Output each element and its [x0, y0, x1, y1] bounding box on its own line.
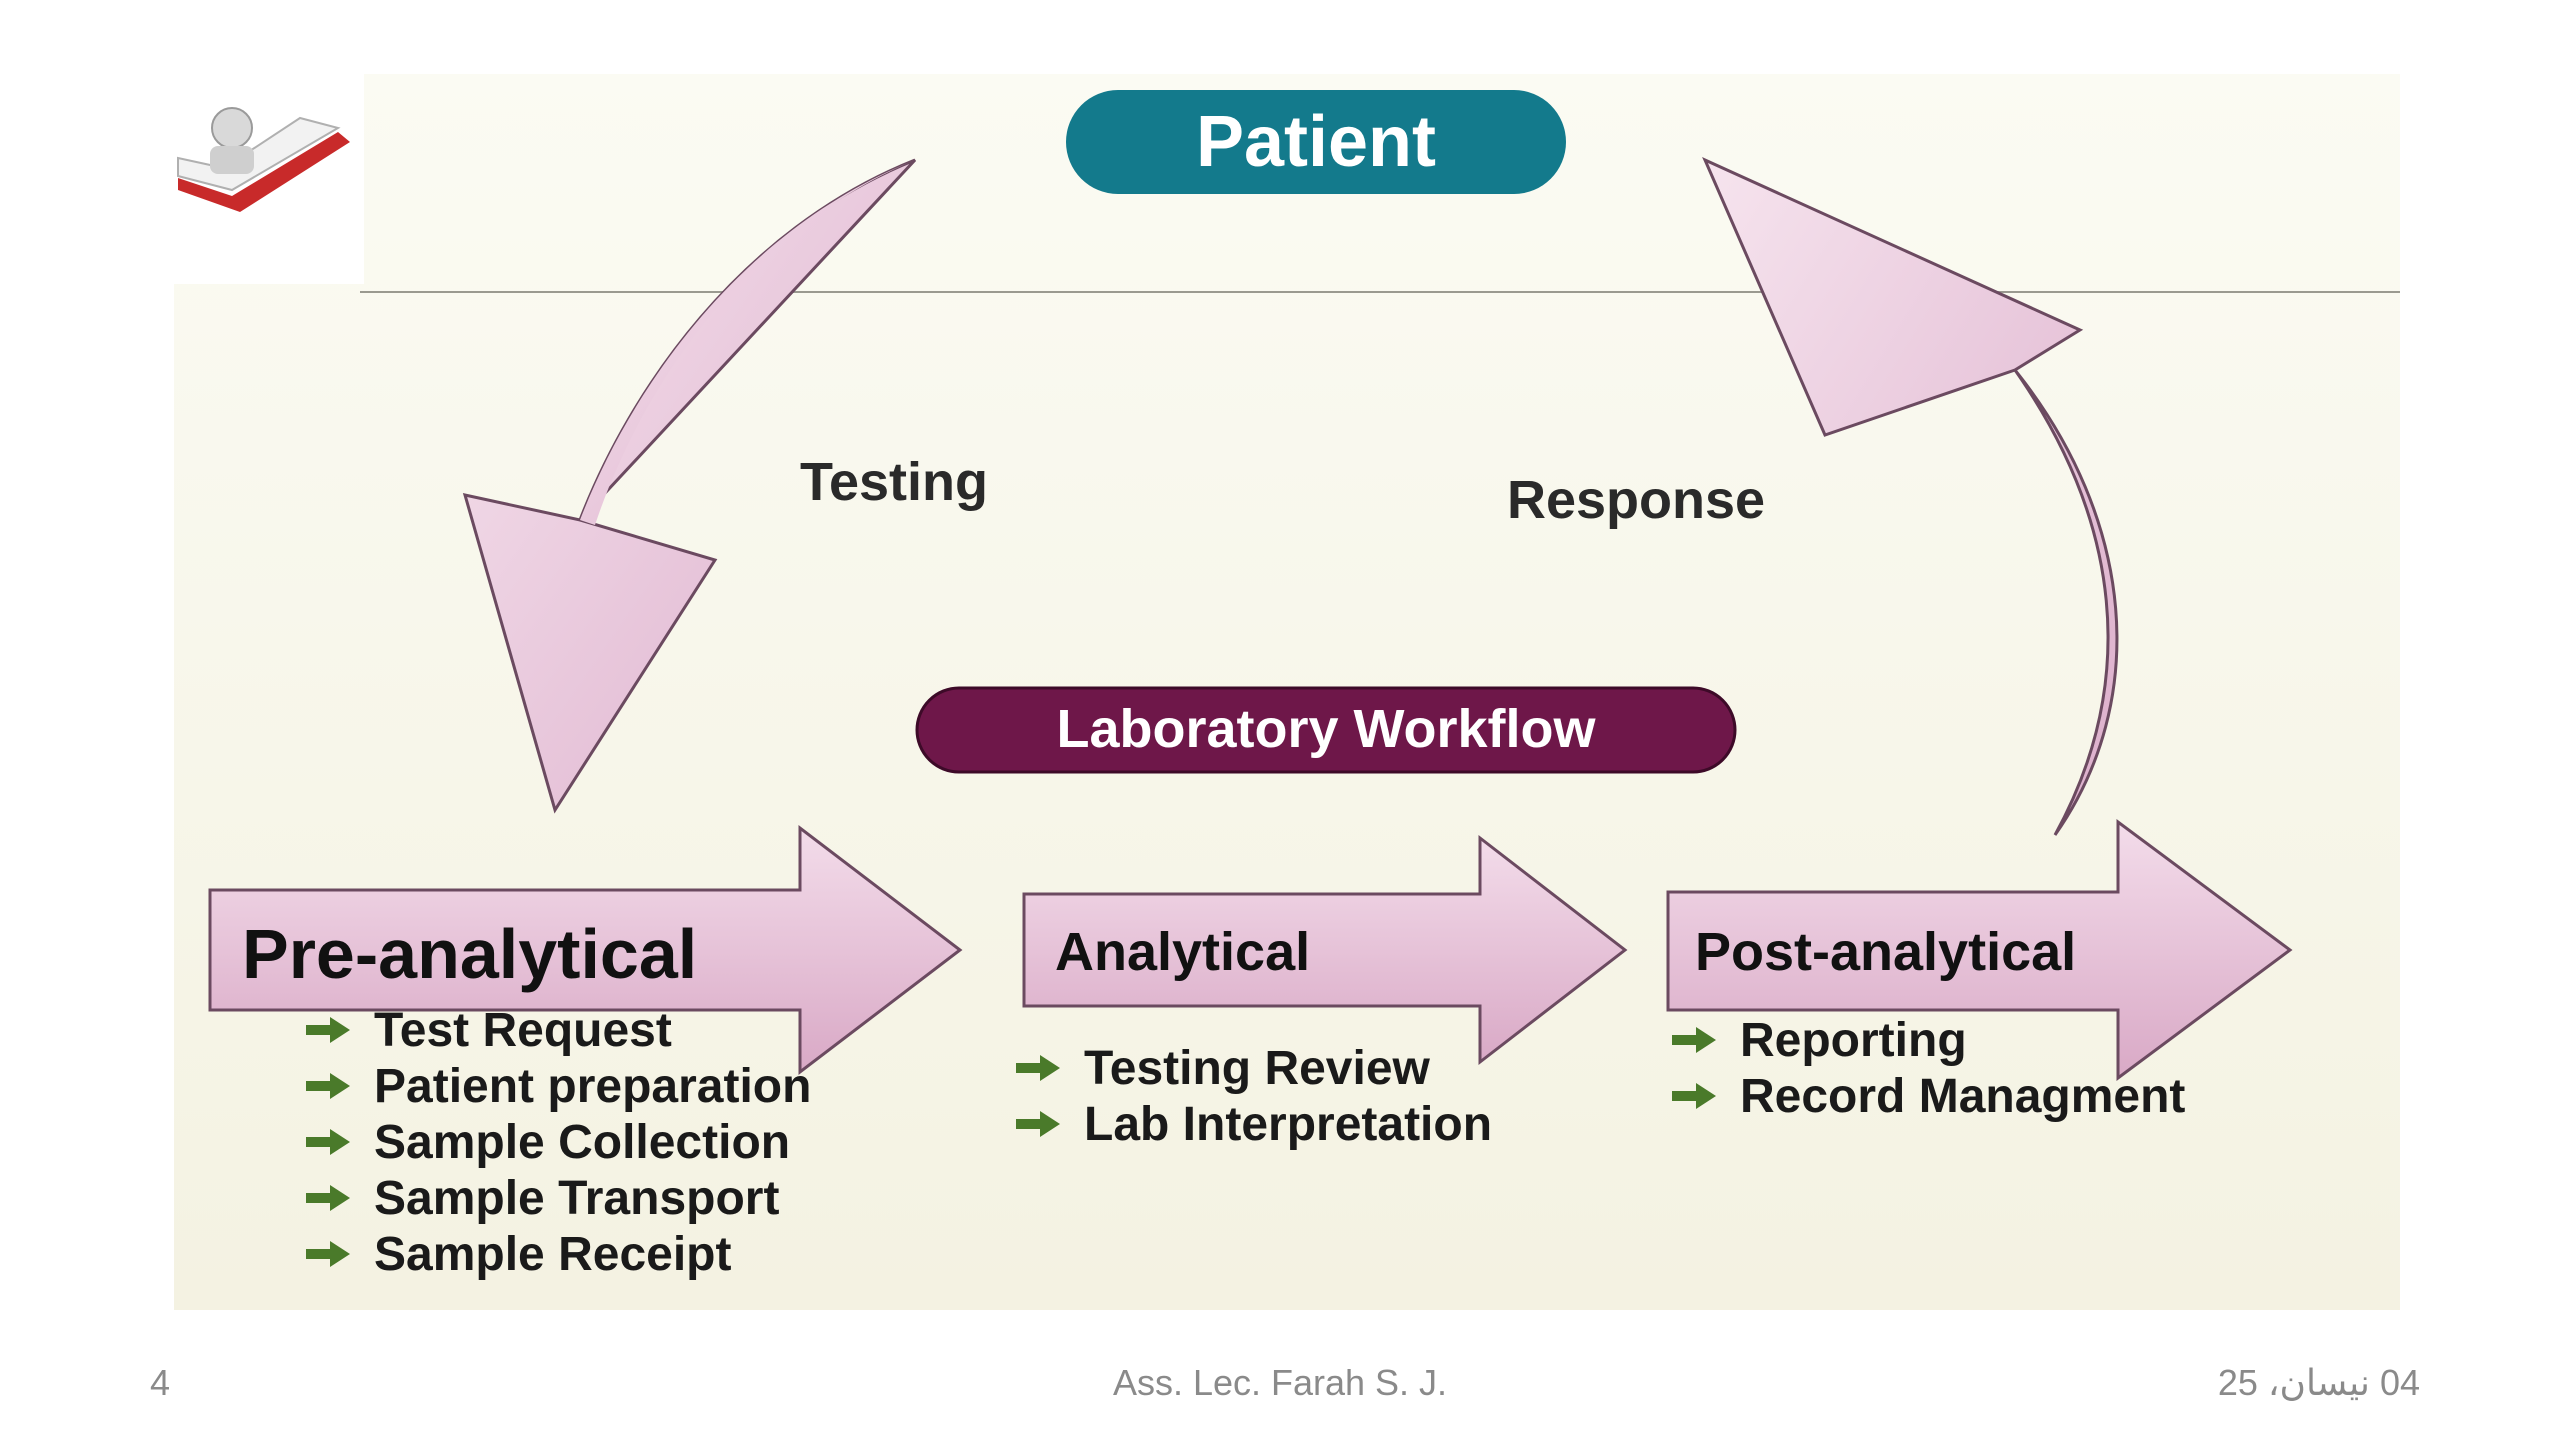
- workflow-label: Laboratory Workflow: [1056, 699, 1596, 759]
- bullet-arrow-icon: [306, 1241, 350, 1267]
- patient-label: Patient: [1196, 102, 1436, 182]
- book-logo-icon: [174, 74, 364, 284]
- footer-author: Ass. Lec. Farah S. J.: [1112, 1362, 1448, 1403]
- stage-item-label: Patient preparation: [374, 1060, 811, 1113]
- patient-pill: [1066, 90, 1566, 194]
- bullet-arrow-icon: [306, 1073, 350, 1099]
- post-analytical-arrow: [1666, 819, 2293, 1081]
- bullet-arrow-icon: [1016, 1055, 1060, 1081]
- analytical-arrow: [1022, 834, 1628, 1066]
- bullet-arrow-icon: [1016, 1111, 1060, 1137]
- stage-title-analytical: Analytical: [1055, 922, 1310, 982]
- stage-item-label: Record Managment: [1740, 1070, 2185, 1123]
- stage-item-label: Sample Collection: [374, 1116, 790, 1169]
- bullet-arrow-icon: [306, 1185, 350, 1211]
- stage-title-post-analytical: Post-analytical: [1695, 922, 2076, 982]
- stage-item-label: Test Request: [374, 1004, 672, 1057]
- stage-item-label: Lab Interpretation: [1084, 1098, 1492, 1151]
- bullet-arrow-icon: [306, 1129, 350, 1155]
- testing-label: Testing: [800, 452, 988, 512]
- response-curved-arrow: [1702, 157, 2119, 836]
- response-label: Response: [1507, 470, 1765, 530]
- page-number: 4: [150, 1362, 171, 1403]
- bullet-arrow-icon: [1672, 1027, 1716, 1053]
- stage-item-label: Reporting: [1740, 1014, 1967, 1067]
- bullet-arrow-icon: [1672, 1083, 1716, 1109]
- workflow-pill: [915, 686, 1737, 774]
- bullet-arrow-icon: [306, 1017, 350, 1043]
- stage-title-pre-analytical: Pre-analytical: [242, 915, 697, 993]
- stage-item-label: Sample Receipt: [374, 1228, 731, 1281]
- pre-analytical-arrow: [208, 824, 963, 1076]
- stage-item-label: Sample Transport: [374, 1172, 779, 1225]
- stage-item-label: Testing Review: [1084, 1042, 1431, 1095]
- footer-date: 04 نيسان، 25: [2217, 1362, 2420, 1403]
